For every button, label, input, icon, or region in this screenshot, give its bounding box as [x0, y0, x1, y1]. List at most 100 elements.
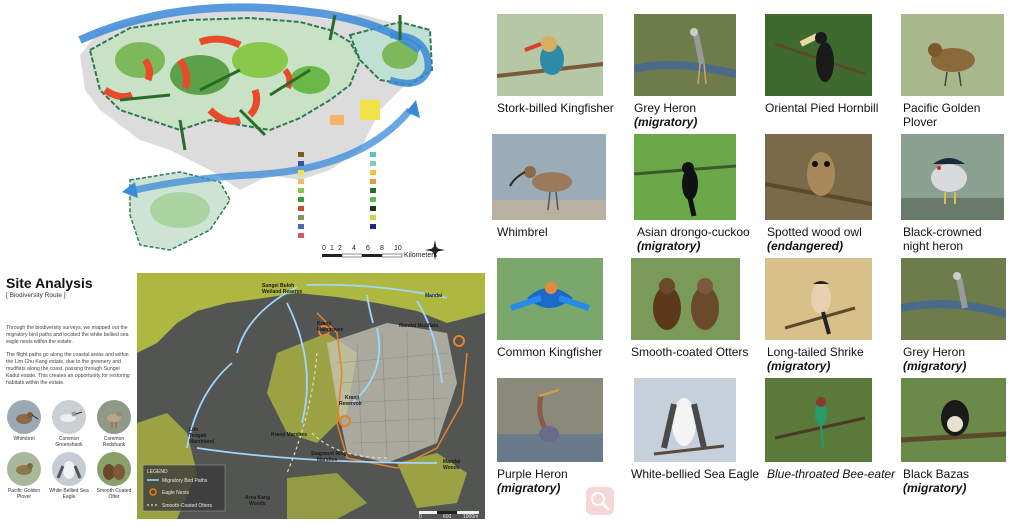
legend-swatch: [370, 152, 376, 157]
photo-asian-drongo-cuckoo: [634, 134, 736, 220]
legend-swatch: [370, 161, 376, 166]
label-woods: Woods: [443, 465, 460, 471]
photo-blue-throated-bee-eater: [765, 378, 872, 462]
greenshank-thumbnail: [52, 400, 86, 434]
migratory-paths-map: Sungei Buloh Wetland Reserve Kranji Mang…: [137, 273, 485, 519]
otter-thumbnail: [97, 452, 131, 486]
site-analysis-subtitle: [ Biodiversity Route ]: [6, 292, 66, 299]
otter-route: [286, 352, 318, 474]
label-mandai-mudflats: Mandai Mudflats: [399, 323, 438, 329]
photo-smooth-coated-otters: [631, 258, 740, 340]
scale-unit: Kilometers: [404, 252, 438, 259]
scale-tick-0: 0: [322, 245, 326, 252]
circle-pacific-golden-plover: Pacific Golden Plover: [4, 452, 44, 500]
photo-grey-heron-2: [901, 258, 1006, 340]
name-white-bellied-sea-eagle: White-bellied Sea Eagle: [631, 467, 760, 481]
legend-swatch: [298, 224, 304, 229]
scale-600: 600: [443, 514, 452, 519]
map-legend-left: [298, 152, 304, 238]
label-marshes: Marshes: [317, 457, 338, 463]
name-blue-throated-bee-eater: Blue-throated Bee-eater: [767, 467, 896, 481]
label-area-kang: Area Kang: [245, 495, 270, 501]
plover-thumbnail: [7, 452, 41, 486]
legend-swatch: [298, 161, 304, 166]
legend-swatch: [298, 170, 304, 175]
legend-swatch: [298, 233, 304, 238]
circle-common-greenshank: Common Greenshank: [49, 400, 89, 448]
name-long-tailed-shrike: Long-tailed Shrike(migratory): [767, 345, 864, 373]
circle-label: Common Greenshank: [55, 436, 83, 448]
photo-oriental-pied-hornbill: [765, 14, 872, 96]
label-kranji-marshes: Kranji Marshes: [271, 432, 307, 438]
scale-tick-4: 4: [352, 245, 356, 252]
legend-swatch: [370, 197, 376, 202]
map-top-svg: 0 1 2 4 6 8 10 Kilometers: [78, 3, 445, 260]
status-migratory: (migratory): [903, 359, 967, 373]
legend-swatch: [298, 188, 304, 193]
legend-swatch: [298, 152, 304, 157]
map-legend-right: [370, 152, 376, 229]
status-migratory: (migratory): [497, 481, 561, 495]
legend-swatch: [370, 170, 376, 175]
scale-bar: 0 1 2 4 6 8 10 Kilometers: [322, 245, 438, 259]
legend-title: LEGEND: [147, 469, 168, 475]
photo-purple-heron: [497, 378, 603, 462]
name-oriental-pied-hornbill: Oriental Pied Hornbill: [765, 101, 879, 115]
label-marshland: Marshland: [189, 439, 214, 445]
site-analysis-panel: Site Analysis [ Biodiversity Route ] Thr…: [6, 275, 132, 387]
circle-label: Common Redshank: [102, 436, 126, 448]
status-migratory: (migratory): [903, 481, 967, 495]
label-mandai: Mandai: [443, 459, 461, 465]
circle-whimbrel: Whimbrel: [4, 400, 44, 442]
compass-icon: [425, 240, 445, 260]
legend-migratory: Migratory Bird Paths: [162, 478, 208, 484]
name-asian-drongo-cuckoo: Asian drongo-cuckoo(migratory): [637, 225, 750, 253]
sea-eagle-thumbnail: [52, 452, 86, 486]
legend-eagle-nests: Eagle Nests: [162, 490, 189, 496]
scale-0: 0: [419, 514, 422, 519]
name-black-bazas: Black Bazas(migratory): [903, 467, 970, 495]
photo-long-tailed-shrike: [765, 258, 872, 340]
scale-tick-2: 2: [338, 245, 342, 252]
legend-swatch: [370, 224, 376, 229]
circle-common-redshank: Common Redshank: [94, 400, 134, 448]
search-button[interactable]: [586, 487, 614, 515]
photo-black-bazas: [901, 378, 1006, 462]
map-bottom-scale: 0 600 1000m: [419, 511, 479, 519]
legend-otters: Smooth-Coated Otters: [162, 503, 213, 509]
label-wetland-reserve: Wetland Reserve: [262, 289, 302, 295]
label-kranji: Kranji: [317, 321, 332, 327]
label-area-woods: Woods: [249, 501, 266, 507]
coastal-greenery: [137, 273, 485, 353]
scale-1000m: 1000m: [463, 514, 478, 519]
photo-spotted-wood-owl: [765, 134, 872, 220]
street-grid: [336, 330, 453, 459]
name-stork-billed-kingfisher: Stork-billed Kingfisher: [497, 101, 614, 115]
circle-label: White Bellied Sea Eagle: [49, 488, 89, 500]
photo-whimbrel: [492, 134, 606, 220]
site-analysis-title: Site Analysis: [6, 275, 93, 291]
circle-label: Smooth Coated Otter: [96, 488, 132, 500]
scale-tick-6: 6: [366, 245, 370, 252]
scale-tick-10: 10: [394, 245, 402, 252]
name-spotted-wood-owl: Spotted wood owl(endangered): [767, 225, 862, 253]
green-arrows: [119, 14, 402, 151]
status-migratory: (migratory): [637, 239, 701, 253]
map-legend: LEGEND Migratory Bird Paths Eagle Nests …: [142, 464, 226, 512]
scale-tick-1: 1: [330, 245, 334, 252]
status-endangered: (endangered): [767, 239, 844, 253]
circle-smooth-coated-otter: Smooth Coated Otter: [94, 452, 134, 500]
search-icon: [591, 492, 610, 511]
site-analysis-paragraph-2: The flight paths go along the coastal ar…: [6, 352, 130, 387]
legend-swatch: [298, 215, 304, 220]
legend-swatch: [298, 206, 304, 211]
status-migratory: (migratory): [634, 115, 698, 129]
map-labels: Sungei Buloh Wetland Reserve Kranji Mang…: [189, 283, 461, 507]
circle-label: Pacific Golden Plover: [7, 488, 41, 500]
site-analysis-paragraph-1: Through the biodiversity surveys, we map…: [6, 325, 129, 346]
whimbrel-thumbnail: [7, 400, 41, 434]
label-tengah: Tengah: [189, 433, 206, 439]
label-kranji-reservoir-1: Kranji: [345, 395, 360, 401]
